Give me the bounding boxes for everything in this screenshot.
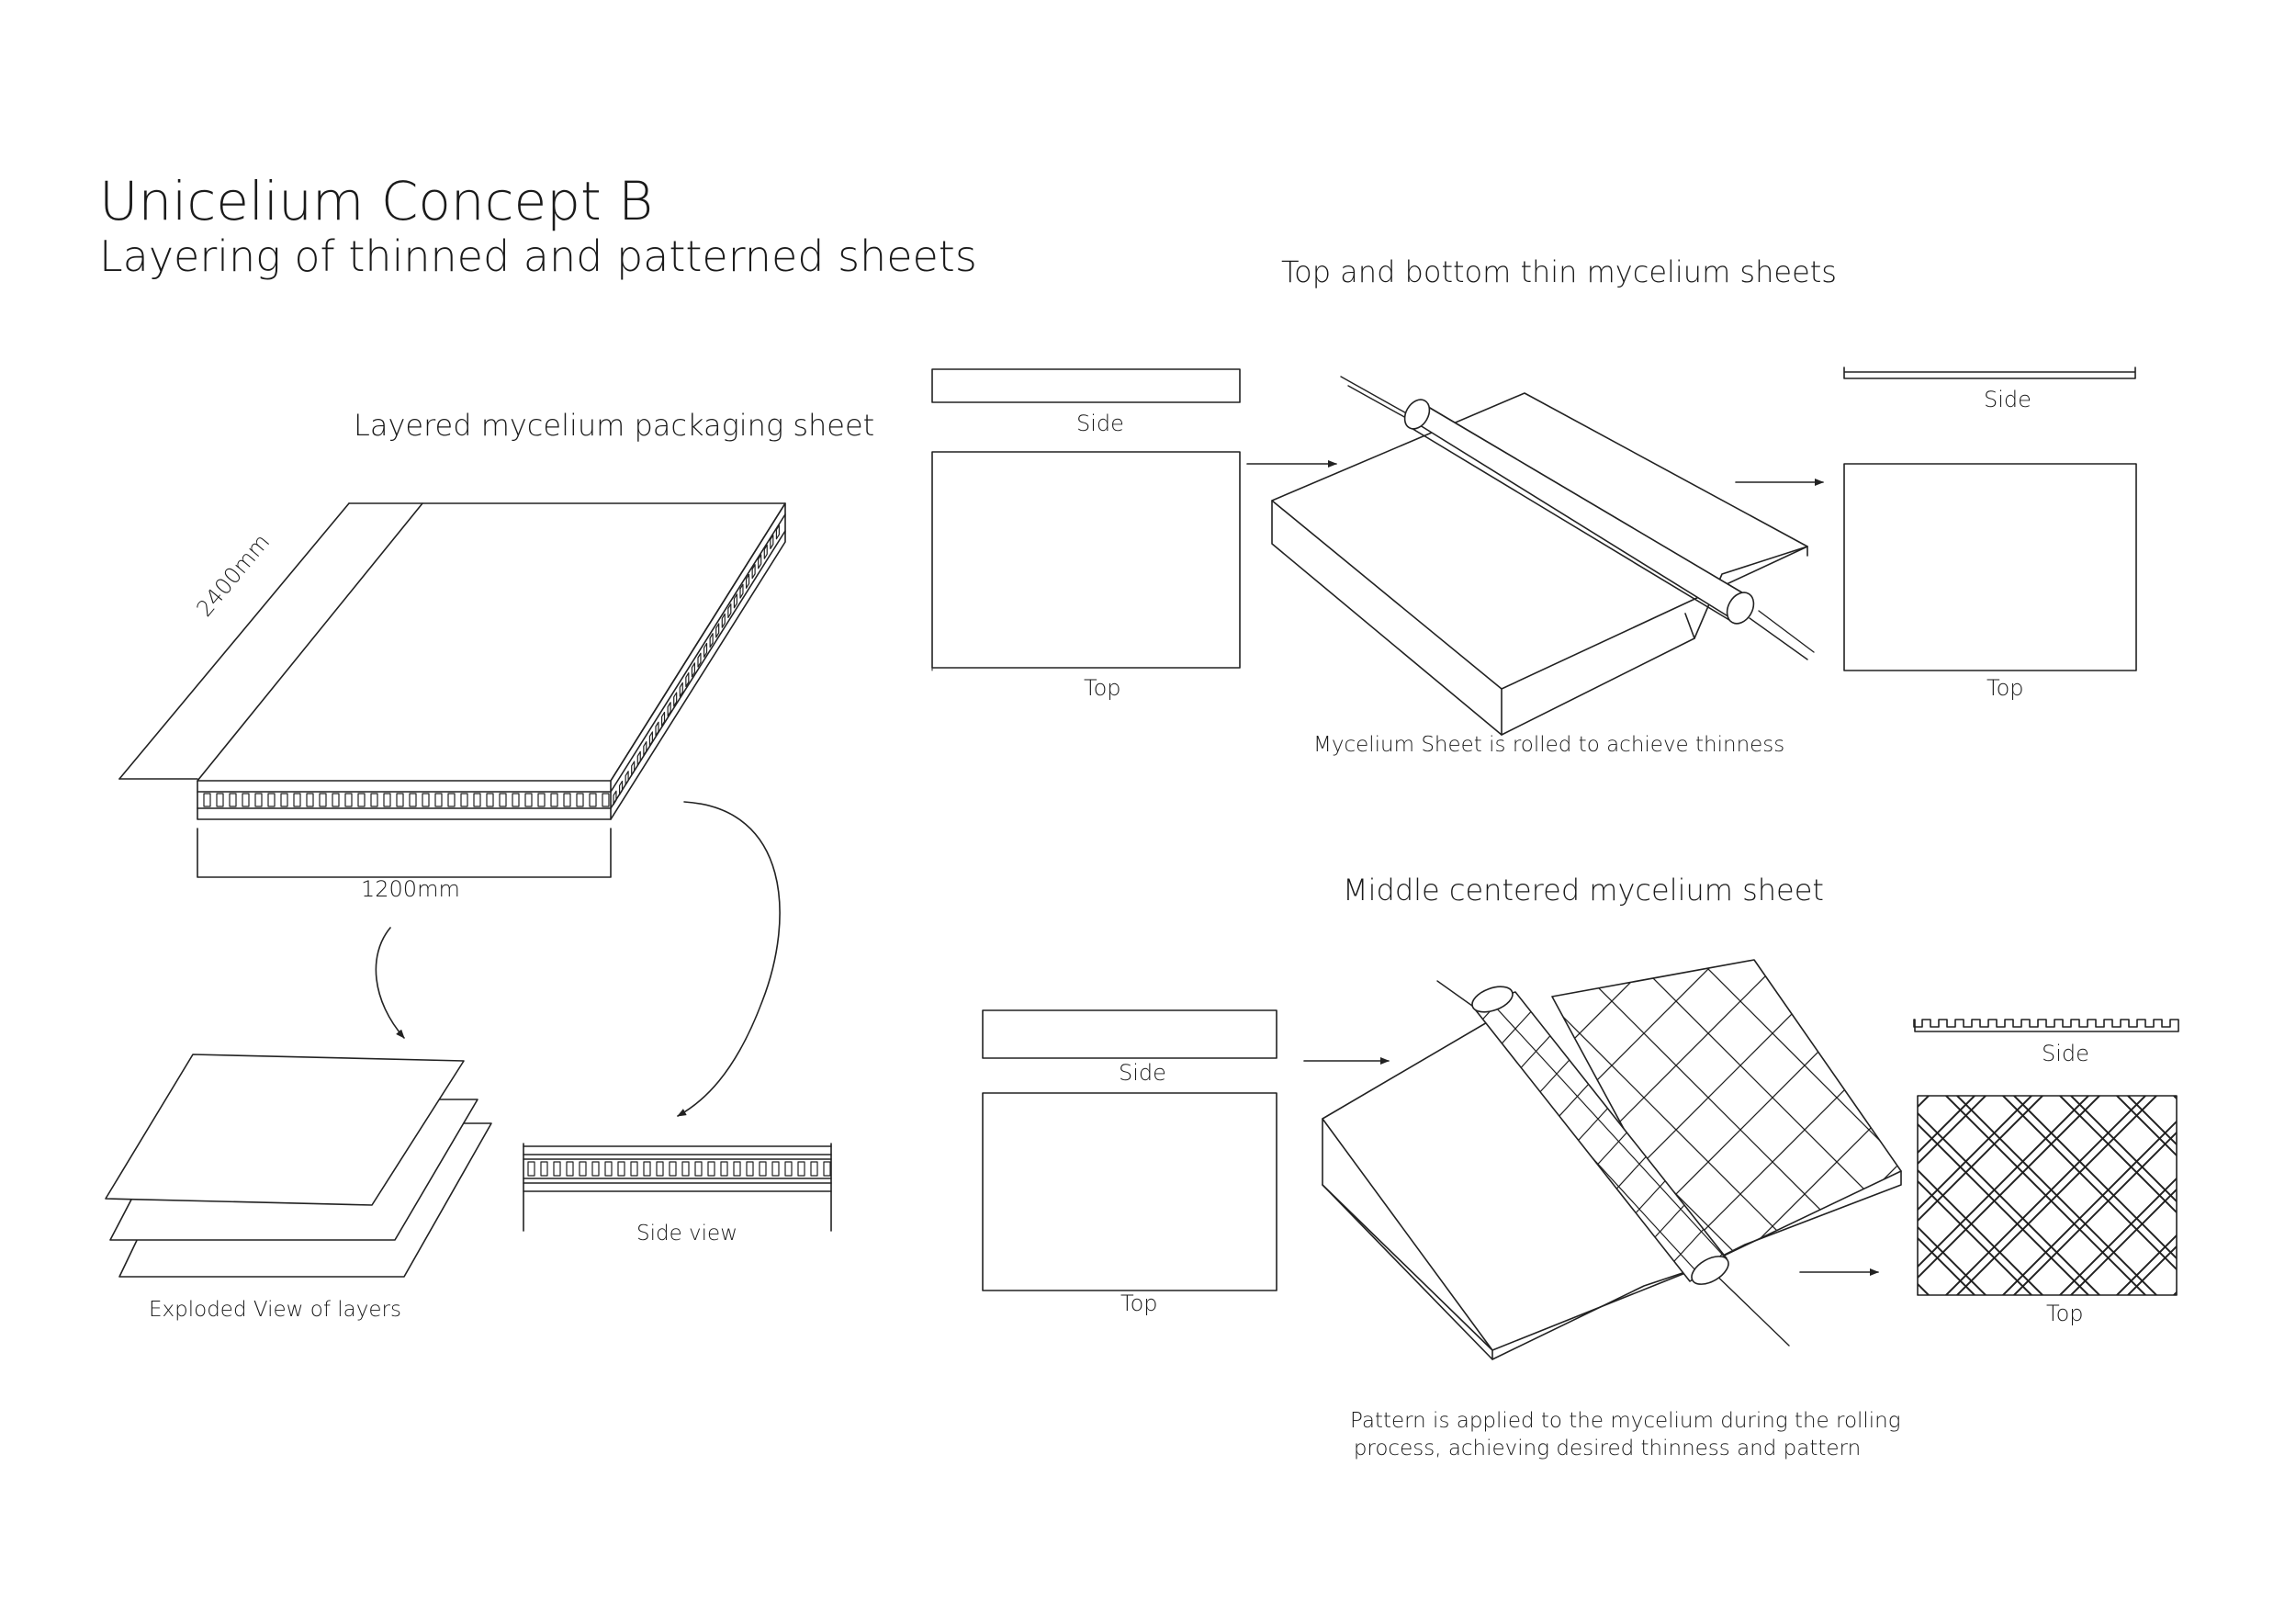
side-view-caption: Side view [636, 1222, 738, 1245]
top-before-side-rect [932, 369, 1240, 402]
layered-sheet-isometric [119, 503, 785, 877]
middle-caption-line1: Pattern is applied to the mycelium durin… [1350, 1409, 1901, 1433]
mid-after-top-swatch [1918, 1096, 2177, 1295]
rolling-pin-thin [1341, 377, 1814, 659]
rolling-block-thin [1272, 393, 1807, 735]
exploded-layers [106, 1054, 491, 1277]
rolling-block-patterned [1047, 960, 2296, 1359]
side-view-layers [523, 1144, 831, 1231]
top-after-side-line [1844, 367, 2135, 378]
mid-before-side-rect [983, 1010, 1277, 1058]
top-after-top-rect [1844, 464, 2136, 671]
dim-line-width [197, 828, 611, 877]
mid-after-side-profile [1914, 1020, 2178, 1031]
exploded-caption: Exploded View of layers [149, 1298, 401, 1322]
top-before-top-rect [932, 452, 1240, 668]
mid-before-top-rect [983, 1093, 1277, 1291]
top-section-heading: Top and bottom thin mycelium sheets [1281, 254, 1837, 289]
dim-width-label: 1200mm [361, 876, 460, 902]
dim-line-length [119, 503, 349, 779]
arrow-to-exploded [376, 928, 404, 1038]
middle-section-heading: Middle centered mycelium sheet [1343, 873, 1824, 907]
mid-after-top-label: Top [2046, 1301, 2084, 1326]
top-before-top-label: Top [1084, 675, 1121, 701]
mid-after-side-label: Side [2042, 1041, 2089, 1066]
left-heading: Layered mycelium packaging sheet [354, 408, 875, 443]
middle-caption-line2: process, achieving desired thinness and … [1353, 1437, 1862, 1460]
page-subtitle: Layering of thinned and patterned sheets [99, 231, 977, 281]
top-section-caption: Mycelium Sheet is rolled to achieve thin… [1313, 733, 1785, 757]
arrow-to-side-view [677, 802, 780, 1116]
mid-before-side-label: Side [1119, 1060, 1166, 1086]
page-title: Unicelium Concept B [99, 170, 654, 232]
top-before-side-label: Side [1076, 411, 1124, 436]
mid-before-top-label: Top [1120, 1291, 1158, 1316]
top-after-side-label: Side [1984, 387, 2032, 412]
top-after-top-label: Top [1986, 675, 2024, 701]
